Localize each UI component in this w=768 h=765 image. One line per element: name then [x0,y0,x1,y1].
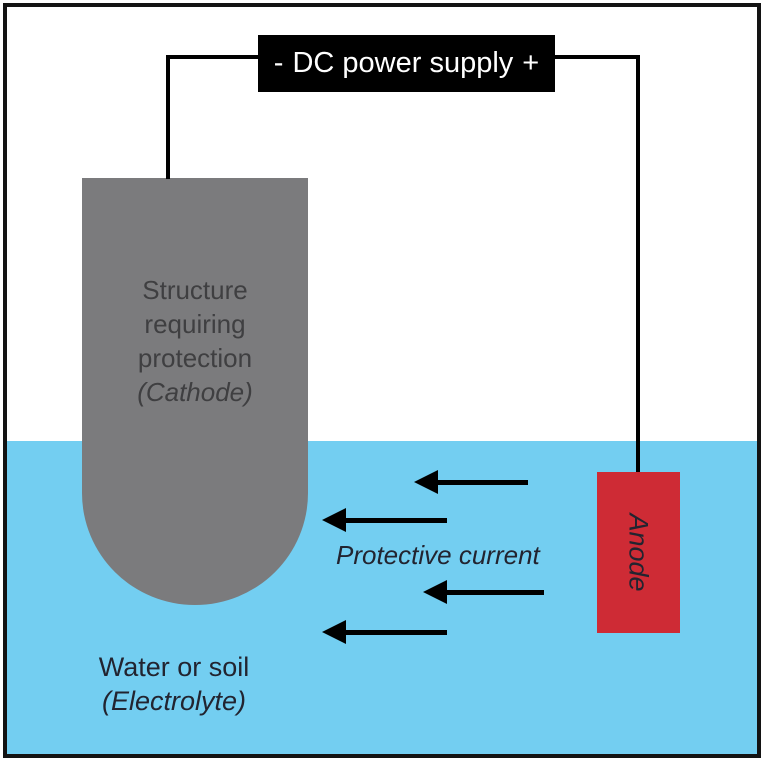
electrolyte-label: Water or soil (Electrolyte) [84,650,264,718]
electrolyte-sublabel: (Electrolyte) [101,686,247,716]
power-supply-label: DC power supply [292,47,514,79]
protected-structure-cathode: Structure requiring protection (Cathode) [82,178,308,605]
cathode-sublabel: (Cathode) [137,377,253,407]
structure-label: Structure requiring protection (Cathode) [82,273,308,409]
cathode-wire-vertical [166,55,170,179]
arrow-shaft [442,589,544,595]
arrow-shaft [341,629,447,635]
electrolyte-label-line: Water or soil [98,652,250,682]
positive-terminal-sign: + [522,47,540,79]
anode-wire-horizontal [555,55,640,59]
arrow-shaft [341,517,447,523]
protective-current-arrow [414,470,528,494]
anode-label: Anode [623,513,654,592]
negative-terminal-sign: - [273,47,284,79]
structure-label-line: requiring [144,309,246,339]
structure-label-line: protection [137,343,253,373]
protective-current-arrow [423,580,544,604]
protective-current-arrow [322,508,447,532]
anode-wire-vertical [636,55,640,473]
protective-current-label: Protective current [336,540,540,570]
anode-box: Anode [597,472,680,633]
structure-label-line: Structure [142,275,248,305]
protective-current-arrow [322,620,447,644]
cathode-wire-horizontal [166,55,258,59]
arrow-shaft [433,479,528,485]
dc-power-supply-box: - DC power supply + [258,35,555,92]
